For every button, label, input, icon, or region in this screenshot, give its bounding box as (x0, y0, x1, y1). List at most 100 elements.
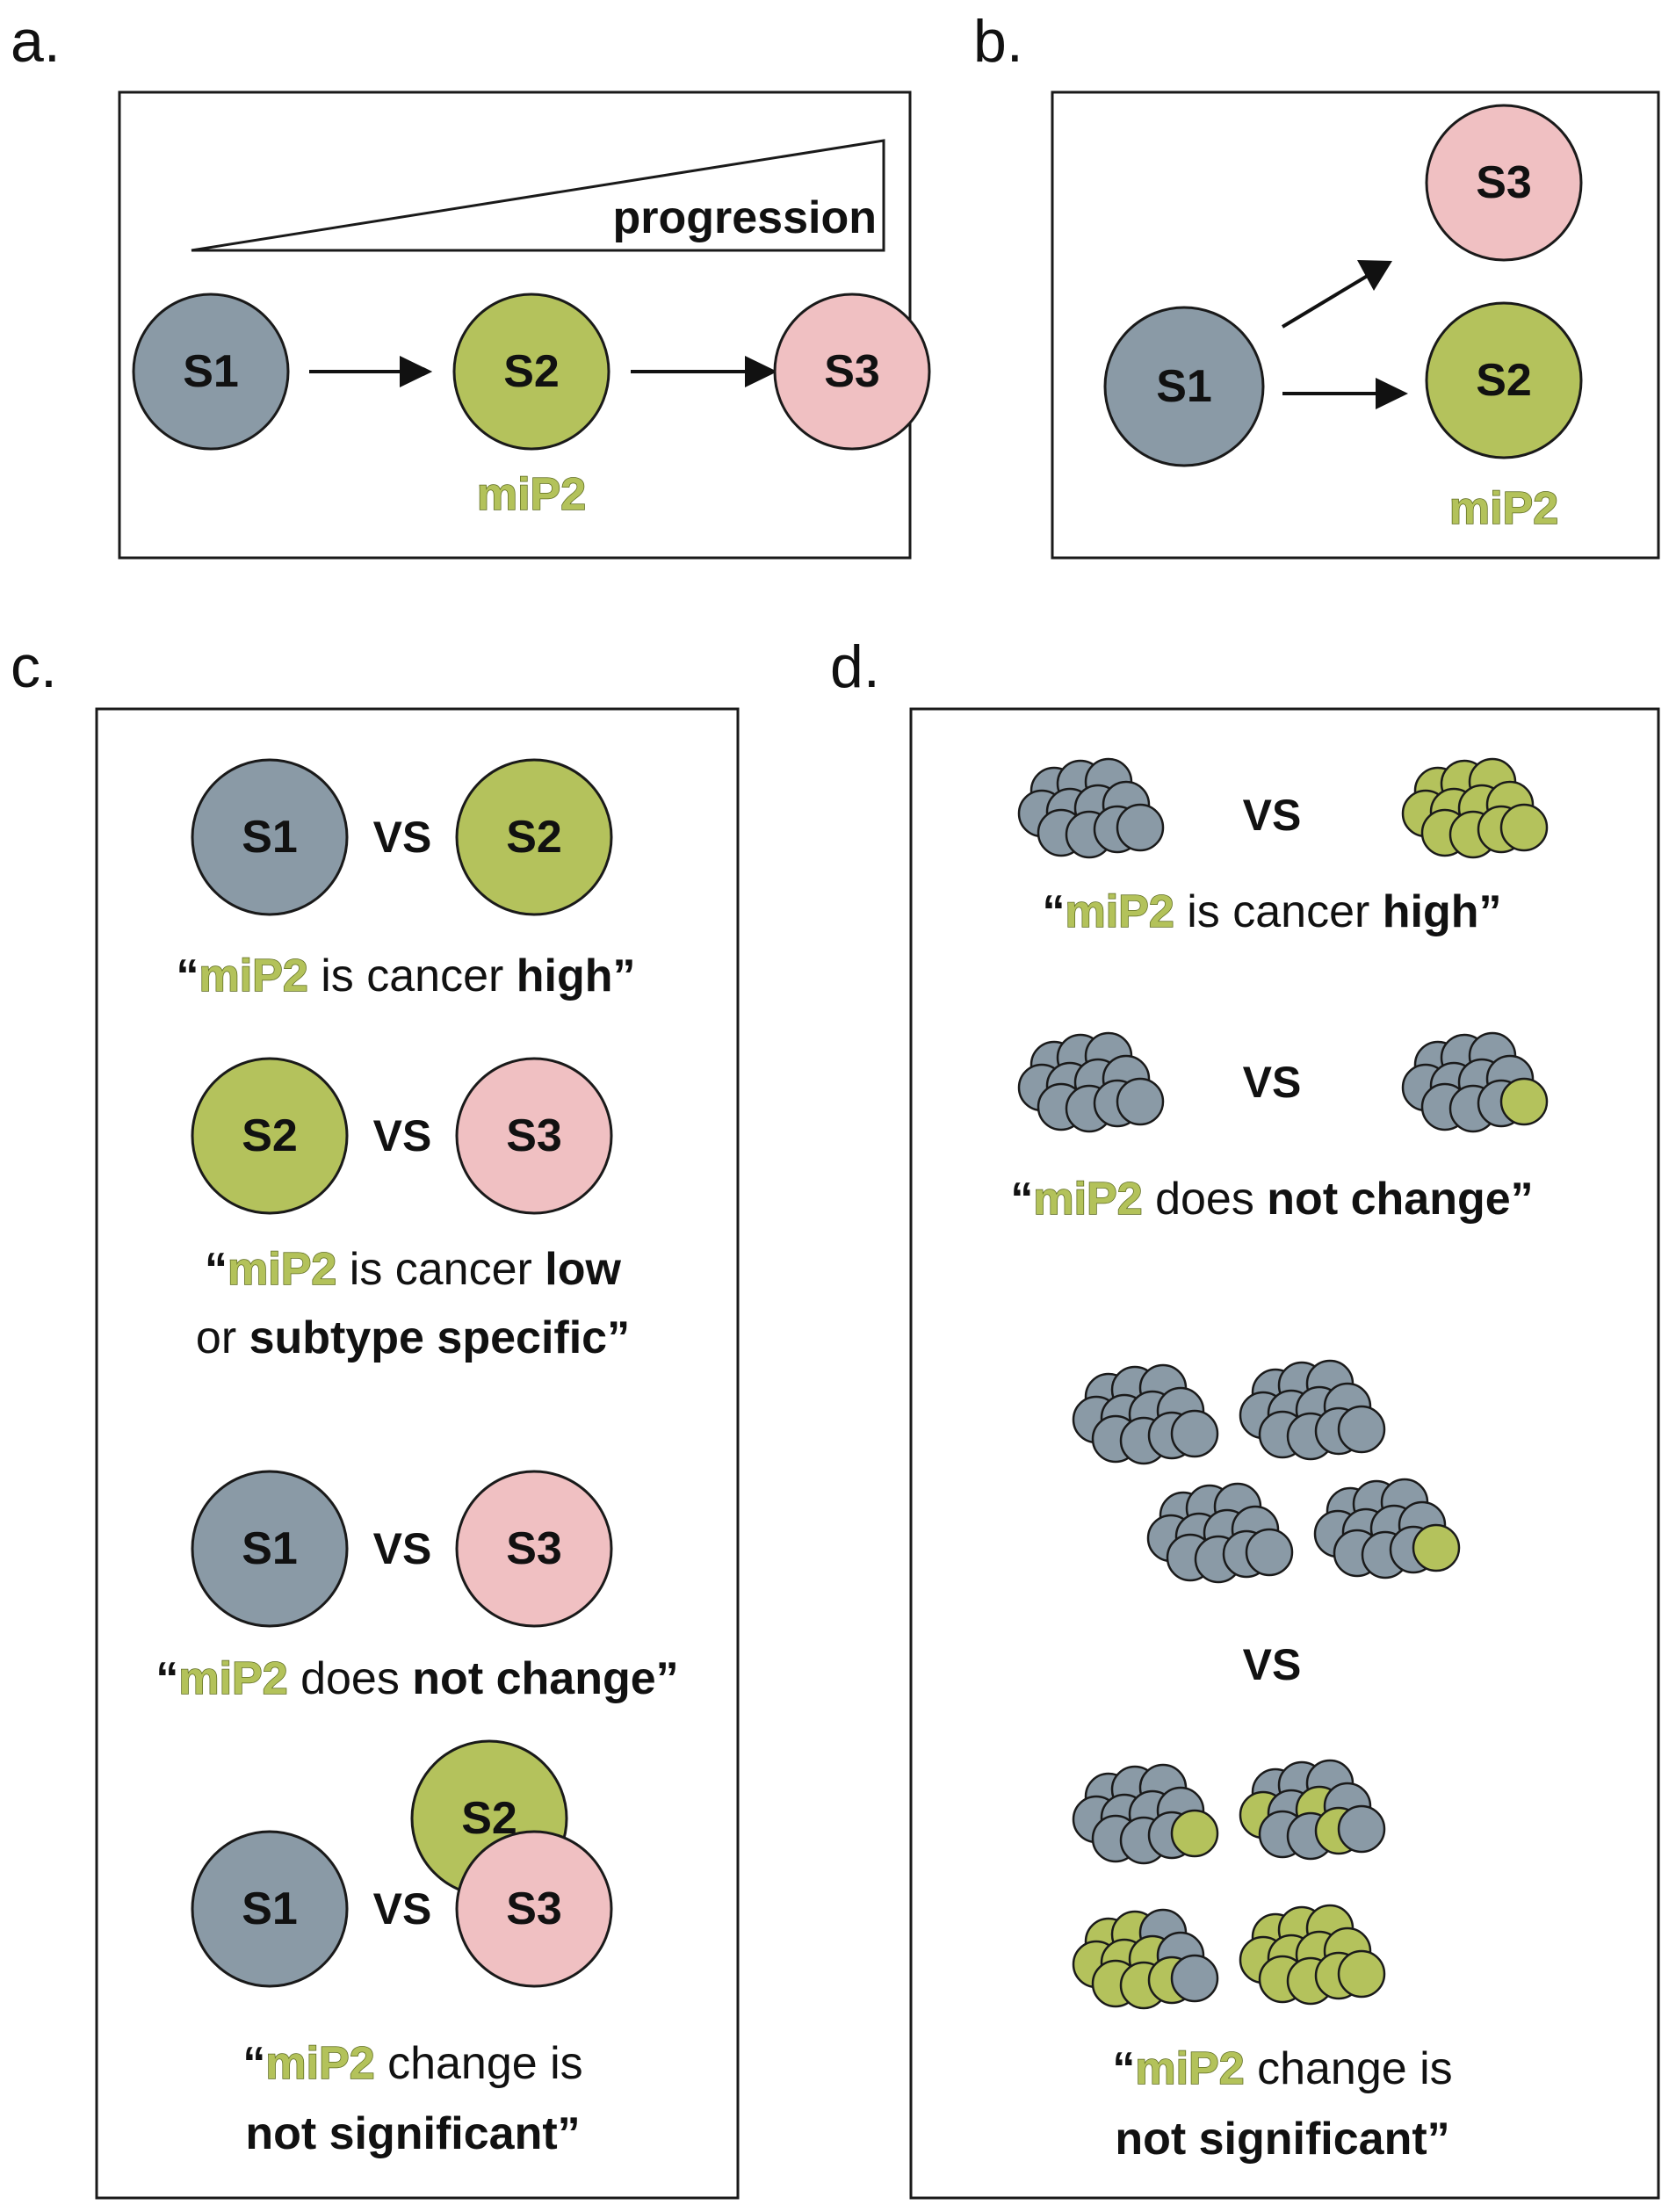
a-node-s2 (452, 293, 610, 451)
c-row4-caption-line1: “miP2 change is (242, 2038, 582, 2089)
c-row4-qopen: “ (242, 2038, 265, 2089)
panel-a: a. progression S1 S2 S3 miP2 (11, 8, 931, 560)
c-row2-left-node (191, 1057, 349, 1215)
cluster-group1-b (1239, 1359, 1386, 1461)
d-cap1-qopen: “ (1042, 886, 1065, 937)
c-row2-caption-line2: or subtype specific” (196, 1312, 630, 1363)
d-caption-3-line2: not significant” (1115, 2114, 1449, 2165)
c-row2-vs: VS (373, 1111, 432, 1160)
cell-green (1499, 1077, 1549, 1126)
d-cap3-t1: change is (1245, 2043, 1453, 2094)
b-node-s2-label: S2 (1476, 355, 1532, 406)
d-cap1-b1: high (1383, 886, 1479, 937)
c-row4-caption-line2: not significant” (245, 2108, 580, 2159)
c-row2-caption-line1: “miP2 is cancer low (205, 1244, 621, 1295)
a-arrowhead-1 (400, 356, 432, 387)
cluster-group1-c (1146, 1482, 1294, 1584)
c-row2-b2: subtype specific (249, 1312, 607, 1363)
c-row3-qopen: “ (155, 1653, 178, 1704)
cluster-mixed-b (1401, 1031, 1549, 1133)
cell-grey (1170, 1409, 1219, 1458)
a-node-s3-label: S3 (824, 346, 880, 397)
cell-grey (1116, 1077, 1165, 1126)
d-caption-3-line1: “miP2 change is (1112, 2043, 1452, 2094)
c-row4-qclose: ” (558, 2108, 581, 2159)
d-caption-2: “miP2 does not change” (1010, 1174, 1533, 1225)
cell-grey (1337, 1804, 1386, 1854)
cell-grey (1170, 1954, 1219, 2003)
a-node-s1-label: S1 (183, 346, 239, 397)
d-cap2-t1: does (1143, 1174, 1268, 1225)
c-row3-left-node (191, 1470, 349, 1628)
d-cap3-mip: miP2 (1135, 2043, 1244, 2094)
progression-label: progression (613, 192, 878, 243)
c-row1-right-label: S2 (506, 812, 562, 863)
d-cap3-qopen: “ (1112, 2043, 1135, 2094)
c-row4-t1: change is (375, 2038, 583, 2089)
cluster-s2-a (1401, 757, 1549, 859)
b-arrowhead-2 (1376, 378, 1408, 409)
panel-c-label: c. (11, 633, 57, 700)
d-cap3-qclose: ” (1427, 2114, 1450, 2165)
d-cap2-qclose: ” (1511, 1174, 1534, 1225)
b-node-s3-label: S3 (1476, 157, 1532, 208)
c-row2-qclose: ” (607, 1312, 630, 1363)
c-row3-caption: “miP2 does not change” (155, 1653, 678, 1704)
c-row1-left-node (191, 758, 349, 916)
d-cap2-qopen: “ (1010, 1174, 1033, 1225)
a-mip-label: miP2 (477, 469, 586, 520)
panel-d-frame (909, 707, 1660, 2200)
c-row1-right-node (455, 758, 613, 916)
cell-grey (1116, 803, 1165, 852)
c-row3-right-node (455, 1470, 613, 1628)
panel-b: b. S3 S1 S2 miP2 (973, 8, 1660, 560)
c-row4-left-label: S1 (242, 1883, 298, 1934)
a-node-s2-label: S2 (503, 346, 560, 397)
c-row3-b1: not change (412, 1653, 655, 1704)
c-row3-right-label: S3 (506, 1523, 562, 1574)
cell-clusters (1017, 757, 1549, 2010)
c-row2-t2: or (196, 1312, 249, 1363)
c-row1-t1: is cancer (308, 951, 517, 1001)
c-row2-b1: low (545, 1244, 621, 1295)
cell-grey (1337, 1405, 1386, 1454)
b-arrow-s1-s3 (1281, 272, 1372, 329)
c-row2-t1: is cancer (336, 1244, 545, 1295)
c-row3-mip: miP2 (178, 1653, 287, 1704)
c-row4-b1: not significant (245, 2108, 557, 2159)
a-arrowhead-2 (745, 356, 777, 387)
d-cap1-mip: miP2 (1065, 886, 1174, 937)
c-row1-qopen: “ (176, 951, 199, 1001)
c-row1-left-label: S1 (242, 812, 298, 863)
d-vs-3: VS (1243, 1640, 1302, 1689)
c-row1-caption: “miP2 is cancer high” (176, 951, 635, 1001)
c-row4-right-bottom-label: S3 (506, 1883, 562, 1934)
c-row4-mip: miP2 (265, 2038, 374, 2089)
c-row3-left-label: S1 (242, 1523, 298, 1574)
c-row1-mip: miP2 (199, 951, 307, 1001)
b-node-s2 (1425, 301, 1583, 459)
d-vs-1: VS (1243, 791, 1302, 840)
c-row2-right-label: S3 (506, 1110, 562, 1161)
b-node-s3 (1425, 104, 1583, 262)
cell-grey (1245, 1528, 1294, 1577)
panel-d: d. VS “miP2 is cancer high” VS “miP2 doe… (830, 633, 1660, 2200)
cluster-group2-a (1072, 1763, 1219, 1865)
c-row4-vs: VS (373, 1884, 432, 1934)
c-row3-vs: VS (373, 1524, 432, 1573)
a-node-s1 (132, 293, 290, 451)
cluster-group1-a (1072, 1363, 1219, 1465)
cluster-s1-a (1017, 757, 1165, 859)
cell-green (1499, 803, 1549, 852)
d-vs-2: VS (1243, 1058, 1302, 1107)
cluster-group1-d (1313, 1478, 1461, 1579)
c-row1-b1: high (517, 951, 613, 1001)
cluster-group2-d (1239, 1904, 1386, 2006)
cluster-s1-b (1017, 1031, 1165, 1133)
cluster-group2-c (1072, 1908, 1219, 2010)
cell-green (1337, 1949, 1386, 1999)
c-row2-mip: miP2 (228, 1244, 336, 1295)
progression-wedge (191, 139, 885, 252)
d-cap2-mip: miP2 (1033, 1174, 1142, 1225)
